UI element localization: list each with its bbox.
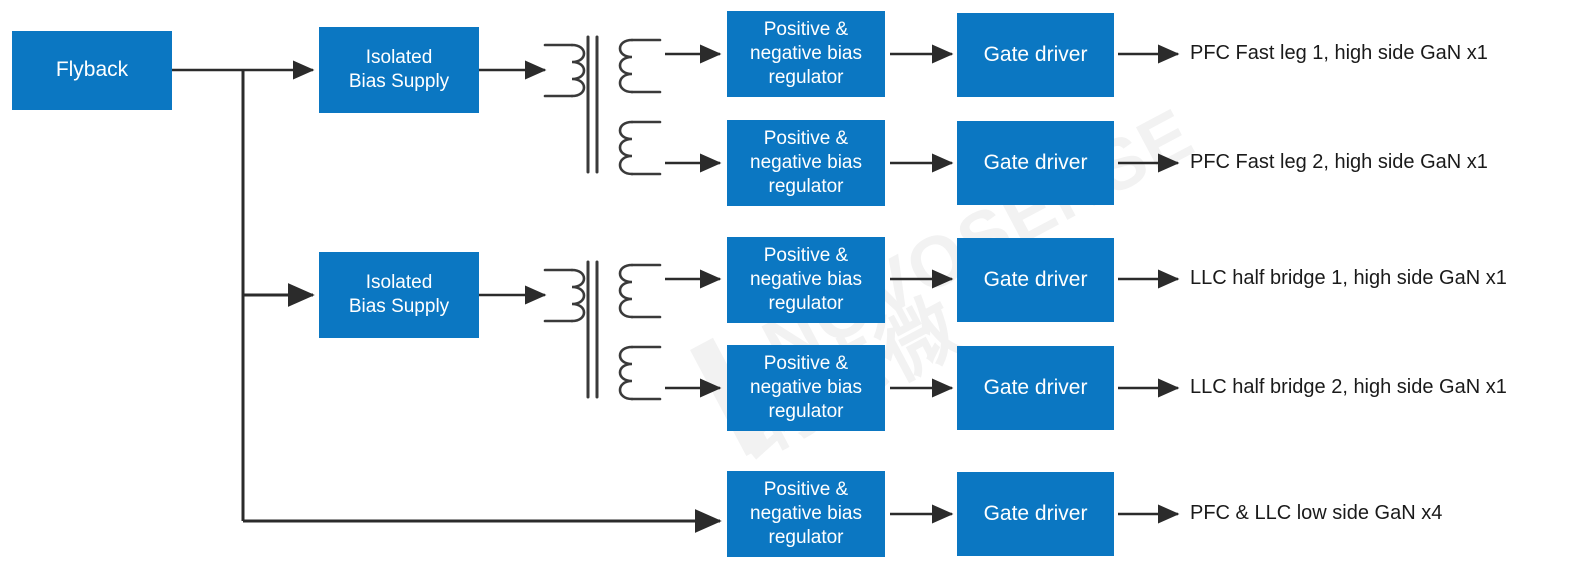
- block-gate-driver-3-label: Gate driver: [983, 267, 1088, 291]
- output-label-3: LLC half bridge 1, high side GaN x1: [1190, 267, 1507, 289]
- block-regulator-5-line1: Positive &: [763, 478, 849, 500]
- block-regulator-4-line2: negative bias: [750, 376, 862, 398]
- block-regulator-3-line1: Positive &: [763, 244, 849, 266]
- block-gate-driver-2-label: Gate driver: [983, 150, 1088, 174]
- block-regulator-2-line3: regulator: [768, 176, 844, 198]
- block-ibs1-text: Isolated Bias Supply: [319, 46, 479, 95]
- block-regulator-3-line2: negative bias: [750, 268, 862, 290]
- block-isolated-bias-supply-1[interactable]: Isolated Bias Supply: [319, 27, 479, 113]
- block-regulator-3-line3: regulator: [768, 293, 844, 315]
- block-gate-driver-2[interactable]: Gate driver: [957, 121, 1114, 205]
- block-regulator-2-line2: negative bias: [750, 151, 862, 173]
- block-regulator-4[interactable]: Positive & negative bias regulator: [727, 345, 885, 431]
- output-label-2: PFC Fast leg 2, high side GaN x1: [1190, 151, 1488, 173]
- block-gate-driver-5[interactable]: Gate driver: [957, 472, 1114, 556]
- block-regulator-5-line3: regulator: [768, 527, 844, 549]
- block-regulator-2[interactable]: Positive & negative bias regulator: [727, 120, 885, 206]
- block-regulator-3[interactable]: Positive & negative bias regulator: [727, 237, 885, 323]
- block-gate-driver-4-label: Gate driver: [983, 375, 1088, 399]
- block-regulator-1[interactable]: Positive & negative bias regulator: [727, 11, 885, 97]
- block-regulator-1-line2: negative bias: [750, 42, 862, 64]
- block-ibs2-text: Isolated Bias Supply: [319, 271, 479, 320]
- output-label-4: LLC half bridge 2, high side GaN x1: [1190, 376, 1507, 398]
- block-regulator-1-line3: regulator: [768, 67, 844, 89]
- block-ibs1-line1: Isolated: [365, 46, 433, 68]
- block-regulator-5-line2: negative bias: [750, 502, 862, 524]
- block-regulator-4-line3: regulator: [768, 401, 844, 423]
- block-gate-driver-3[interactable]: Gate driver: [957, 238, 1114, 322]
- block-regulator-1-line1: Positive &: [763, 18, 849, 40]
- block-gate-driver-1-label: Gate driver: [983, 42, 1088, 66]
- transformer-2-symbol: [543, 260, 662, 401]
- block-gate-driver-1[interactable]: Gate driver: [957, 13, 1114, 97]
- block-ibs1-line2: Bias Supply: [348, 71, 450, 92]
- block-gate-driver-5-label: Gate driver: [983, 501, 1088, 525]
- transformer-1-symbol: [543, 35, 662, 176]
- output-label-1: PFC Fast leg 1, high side GaN x1: [1190, 42, 1488, 64]
- block-ibs2-line1: Isolated: [365, 271, 433, 293]
- block-isolated-bias-supply-2[interactable]: Isolated Bias Supply: [319, 252, 479, 338]
- block-gate-driver-4[interactable]: Gate driver: [957, 346, 1114, 430]
- block-flyback[interactable]: Flyback: [12, 31, 172, 110]
- output-label-5: PFC & LLC low side GaN x4: [1190, 502, 1443, 524]
- block-regulator-4-line1: Positive &: [763, 352, 849, 374]
- block-regulator-5[interactable]: Positive & negative bias regulator: [727, 471, 885, 557]
- block-regulator-2-line1: Positive &: [763, 127, 849, 149]
- block-flyback-label: Flyback: [55, 58, 129, 82]
- block-ibs2-line2: Bias Supply: [348, 296, 450, 317]
